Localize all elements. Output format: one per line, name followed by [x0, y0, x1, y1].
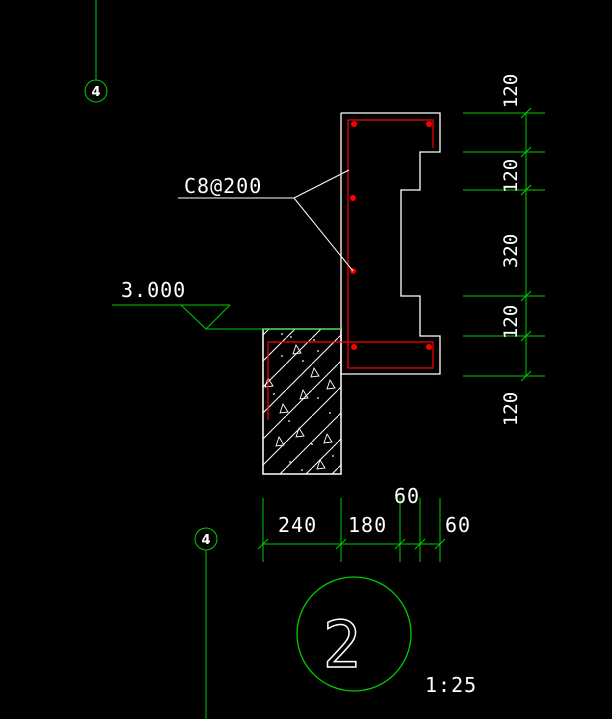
vertical-dim-labels: 120 120 320 120 120	[500, 74, 522, 426]
elevation-text: 3.000	[121, 278, 186, 302]
elevation-marker	[112, 304, 341, 330]
section-number: 2	[323, 609, 362, 683]
rebar-cage	[267, 119, 434, 420]
wall-block	[262, 328, 342, 475]
section-bubble	[296, 576, 412, 692]
rebar-callout-leader	[178, 169, 354, 272]
hdim-1: 240	[278, 513, 317, 537]
concrete-symbols	[264, 343, 336, 470]
concrete-dots	[273, 333, 334, 471]
hdim-4: 60	[445, 513, 471, 537]
axis-label-top: 4	[91, 85, 100, 100]
vdim-4: 120	[500, 305, 522, 339]
hdim-3: 60	[394, 484, 420, 508]
beam-outline	[340, 112, 441, 375]
horizontal-dim-chain	[257, 498, 446, 562]
hdim-2: 180	[348, 513, 387, 537]
scale-text: 1:25	[425, 673, 477, 697]
rebar-callout-text: C8@200	[184, 174, 262, 198]
vdim-2: 120	[500, 159, 522, 193]
axis-label-bottom: 4	[201, 533, 210, 548]
vdim-5: 120	[500, 392, 522, 426]
horizontal-dim-labels: 240 180 60 60	[278, 484, 471, 537]
vdim-3: 320	[500, 234, 522, 268]
axis-bubble-top	[84, 79, 108, 103]
vdim-1: 120	[500, 74, 522, 108]
vertical-dim-chain	[463, 107, 545, 382]
